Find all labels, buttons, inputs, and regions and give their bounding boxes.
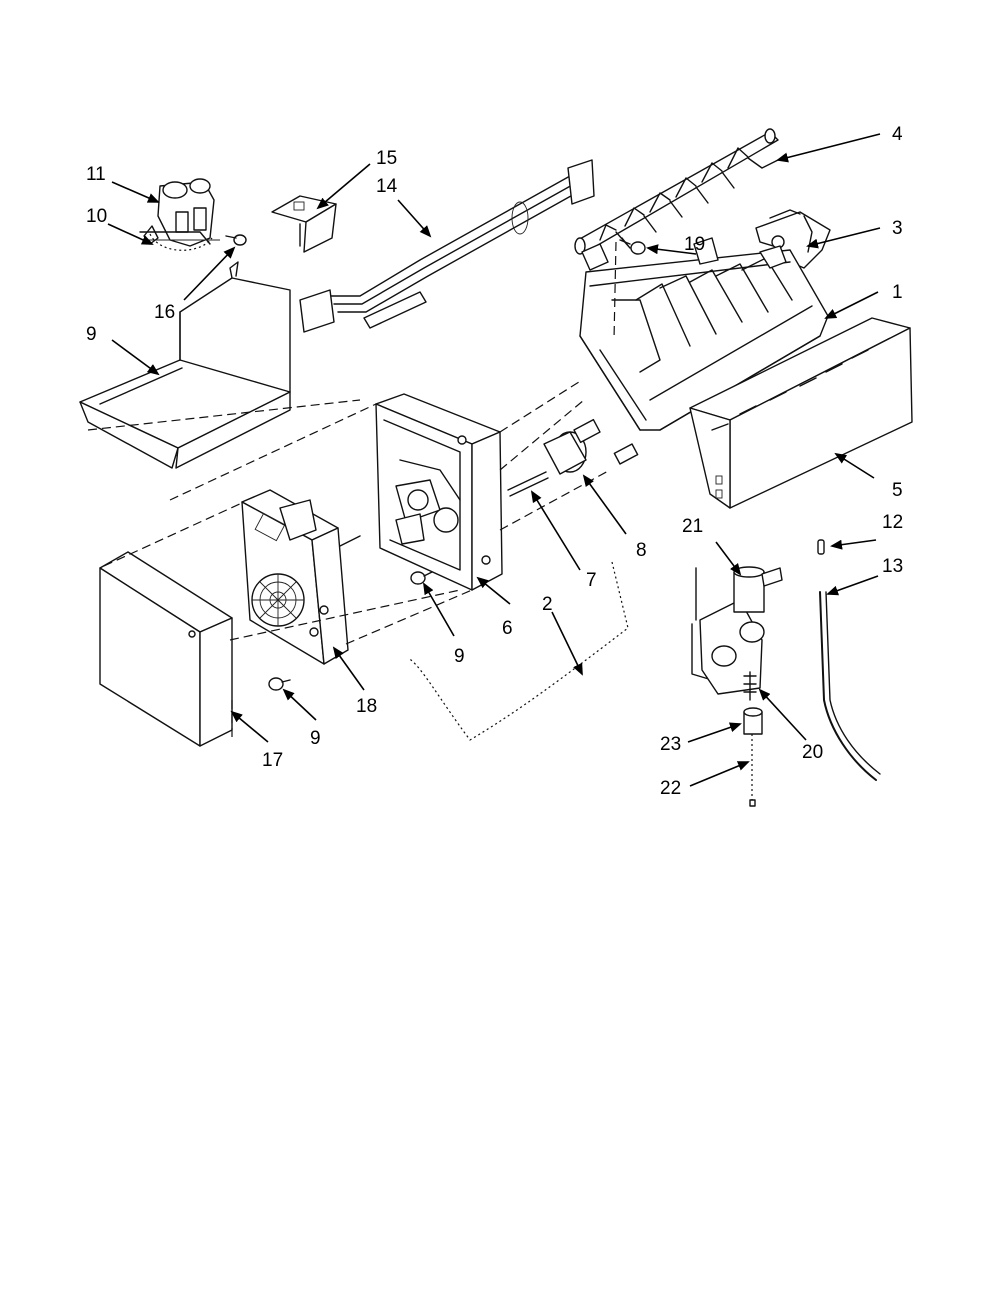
wire-bracket-part	[271, 195, 337, 253]
callout-24: 23	[660, 734, 681, 755]
callout-10: 9	[86, 324, 97, 345]
ejector-rake-part	[574, 128, 779, 255]
callout-20: 19	[684, 234, 705, 255]
screw-9-part	[268, 571, 433, 691]
callout-2: 2	[542, 594, 553, 615]
callout-11: 10	[86, 206, 107, 227]
callout-21: 20	[802, 742, 823, 763]
thermostat-part	[507, 418, 639, 497]
callout-9-upper: 9	[454, 646, 465, 667]
callout-4: 4	[892, 124, 903, 145]
callout-leaders	[107, 133, 881, 787]
wire-loop-part	[407, 561, 629, 741]
callout-3: 3	[892, 218, 903, 239]
callout-19: 18	[356, 696, 377, 717]
callout-14: 13	[882, 556, 903, 577]
callout-17: 16	[154, 302, 175, 323]
mounting-frame-part	[375, 393, 503, 591]
mold-cover-part	[689, 317, 913, 509]
callout-13: 12	[882, 512, 903, 533]
callout-15: 14	[376, 176, 398, 197]
callout-12: 11	[86, 164, 106, 185]
callout-5: 5	[892, 480, 903, 501]
callout-18: 17	[262, 750, 283, 771]
fill-tube-part	[817, 539, 881, 781]
callout-labels: 4 3 1 5 15 14 11 10 16 19 9 8 7 6 2 9 9 …	[86, 124, 903, 799]
housing-cover-part	[99, 551, 233, 747]
callout-9-lower: 9	[310, 728, 321, 749]
screw-20-part	[613, 239, 646, 341]
fill-valve-assembly-part	[691, 566, 783, 807]
screw-17-part	[225, 234, 247, 246]
ice-bin-part	[79, 261, 291, 469]
ice-mold-part	[579, 237, 829, 431]
callout-22: 21	[682, 516, 703, 537]
callout-23: 22	[660, 778, 681, 799]
callout-8: 8	[636, 540, 647, 561]
callout-16: 15	[376, 148, 397, 169]
water-valve-part	[139, 178, 220, 251]
control-module-part	[241, 489, 361, 665]
callout-6: 6	[502, 618, 513, 639]
callout-1: 1	[892, 282, 903, 303]
wire-harness-part	[299, 159, 595, 333]
callout-7: 7	[586, 570, 597, 591]
